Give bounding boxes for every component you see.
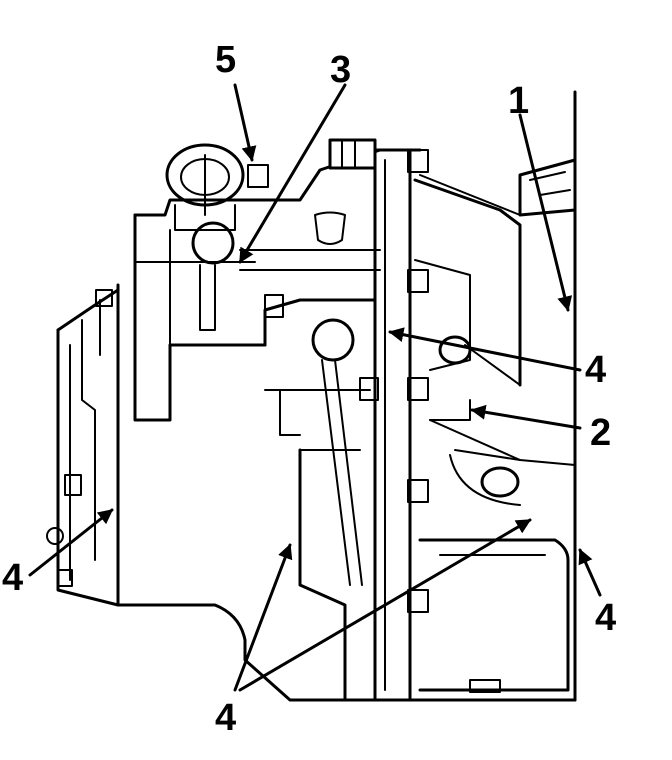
leader-4-bottom-b [238,518,532,692]
callout-1: 1 [508,80,529,122]
callout-4-left: 4 [2,557,23,599]
callout-labels: 5 3 1 4 2 4 4 4 [2,39,616,739]
leader-4-left [28,508,114,577]
leader-1 [518,113,573,312]
leader-4-right [578,548,602,597]
leader-2 [470,404,582,430]
callout-4-bottom: 4 [215,697,236,739]
leader-4-upper-right [388,327,582,372]
callout-4-upper-right: 4 [585,349,606,391]
callout-2: 2 [590,412,611,454]
callout-3: 3 [330,49,351,91]
transaxle-housing [46,90,577,702]
callout-5: 5 [215,39,236,81]
callout-4-right: 4 [595,597,616,639]
leader-5 [233,83,257,162]
leader-4-bottom-a [233,543,293,692]
leader-3 [238,83,347,264]
leader-lines [28,83,602,692]
